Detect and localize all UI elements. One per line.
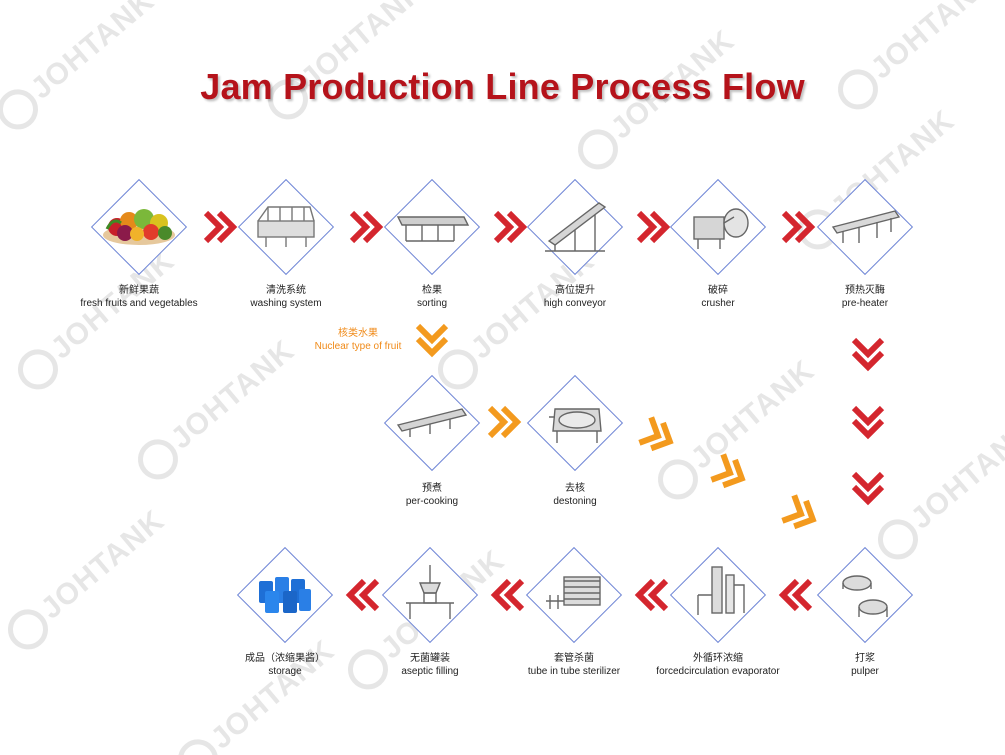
- incline-conveyor-icon: [545, 202, 607, 252]
- orange-arrow-diagonal: [781, 494, 817, 530]
- red-arrow-down: [851, 337, 885, 372]
- page-title: Jam Production Line Process Flow: [200, 66, 805, 107]
- label-storage: 成品（浓缩果酱）storage: [245, 653, 325, 677]
- node-pre-heater: [815, 177, 915, 277]
- red-arrow-left: [778, 578, 813, 612]
- orange-arrow-down: [415, 323, 449, 358]
- node-destoning: [525, 373, 625, 473]
- red-arrow-right: [493, 210, 528, 244]
- red-arrow-right: [349, 210, 384, 244]
- orange-arrow-right: [487, 405, 522, 439]
- watermark: JOHTANK: [169, 632, 344, 755]
- red-arrow-right: [203, 210, 238, 244]
- orange-arrow-diagonal: [638, 416, 674, 452]
- fruits-icon: [103, 209, 175, 245]
- orange-arrow-diagonal: [710, 453, 746, 489]
- sterilizer-icon: [546, 576, 601, 609]
- watermark: JOHTANK: [129, 332, 304, 488]
- evaporator-icon: [697, 566, 745, 615]
- red-arrow-left: [634, 578, 669, 612]
- node-pulper: [815, 545, 915, 645]
- watermark: JOHTANK: [259, 0, 434, 128]
- red-arrow-right: [781, 210, 816, 244]
- washing-machine-icon: [257, 206, 315, 247]
- node-crusher: [668, 177, 768, 277]
- node-aseptic-filling: [380, 545, 480, 645]
- node-sorting: [382, 177, 482, 277]
- watermark: JOHTANK: [0, 502, 174, 658]
- red-arrow-down: [851, 405, 885, 440]
- red-arrow-left: [490, 578, 525, 612]
- cooker-icon: [396, 408, 468, 437]
- red-arrow-left: [345, 578, 380, 612]
- red-arrow-down: [851, 471, 885, 506]
- blue-drums-icon: [259, 577, 311, 613]
- node-fresh-fruits: [89, 177, 189, 277]
- node-evaporator: [668, 545, 768, 645]
- node-tube-sterilizer: [524, 545, 624, 645]
- pulper-icon: [842, 575, 888, 617]
- node-high-conveyor: [525, 177, 625, 277]
- crusher-icon: [693, 208, 749, 249]
- node-washing-system: [236, 177, 336, 277]
- node-storage: [235, 545, 335, 645]
- red-arrow-right: [636, 210, 671, 244]
- sorting-conveyor-icon: [396, 216, 470, 242]
- node-per-cooking: [382, 373, 482, 473]
- aseptic-filler-icon: [406, 565, 454, 619]
- tube-preheater-icon: [831, 210, 901, 243]
- destoner-icon: [549, 408, 602, 443]
